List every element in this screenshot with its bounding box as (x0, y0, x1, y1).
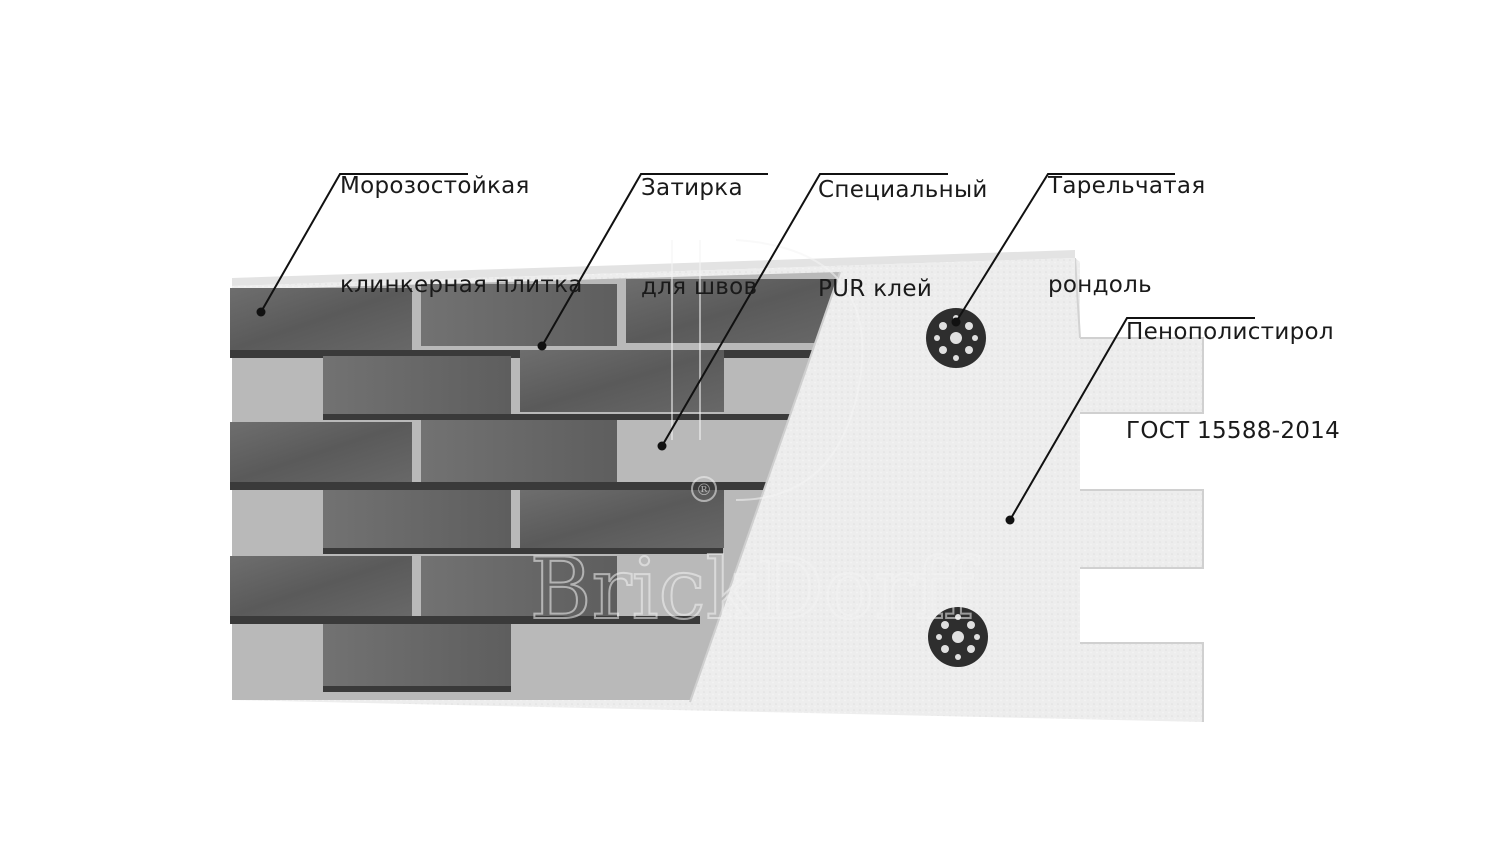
leader-dot (256, 307, 266, 317)
leader-glue (661, 173, 948, 447)
foam-board-top-edge (232, 250, 1075, 286)
callout-glue: Специальный PUR клей (818, 108, 988, 339)
mortar-joint (230, 482, 770, 490)
leader-dots (256, 307, 1015, 525)
brick (421, 284, 617, 346)
leader-grout (541, 173, 768, 347)
callout-foam-line1: Пенополистирол (1126, 319, 1334, 345)
brick (230, 556, 412, 616)
leader-tile (260, 173, 468, 313)
brick (230, 422, 412, 482)
callout-glue-line1: Специальный (818, 177, 988, 203)
mortar-joint (323, 548, 723, 554)
brick (626, 279, 838, 343)
callout-foam-line2: ГОСТ 15588-2014 (1126, 418, 1341, 444)
callout-dowel-line1: Тарельчатая (1048, 173, 1206, 199)
brick (230, 288, 412, 350)
mortar-joint (323, 686, 511, 692)
mortar-joint (230, 616, 700, 624)
brickdorff-watermark: ® BrickDorff (529, 239, 981, 639)
brick (421, 420, 617, 482)
registered-mark-icon (691, 476, 717, 502)
brick (323, 624, 511, 686)
callout-tile-line2: клинкерная плитка (340, 272, 583, 298)
callout-tile-line1: Морозостойкая (340, 173, 530, 199)
brand-watermark-text: BrickDorff (530, 540, 980, 638)
brick (520, 350, 724, 412)
leader-dot (1005, 515, 1015, 525)
clinker-tile-rows (230, 279, 838, 692)
leader-dot (537, 341, 547, 351)
callout-dowel-line2: рондоль (1048, 272, 1153, 298)
callout-foam: Пенополистирол ГОСТ 15588-2014 (1126, 250, 1340, 481)
callout-tile: Морозостойкая клинкерная плитка (340, 104, 583, 335)
leader-dowel (955, 173, 1175, 323)
brick (323, 490, 511, 548)
leader-lines (260, 173, 1255, 521)
callout-dowel: Тарельчатая рондоль (1048, 104, 1205, 335)
leader-foam (1009, 317, 1255, 521)
callout-glue-line2: PUR клей (818, 276, 933, 302)
brick (520, 490, 724, 548)
registered-mark: ® (696, 480, 712, 499)
callout-grout-line1: Затирка (641, 175, 743, 201)
brick (323, 356, 511, 414)
leader-dot (657, 441, 667, 451)
dowel-bottom-icon (928, 607, 988, 667)
brick (421, 556, 617, 616)
mortar-joint (323, 414, 793, 420)
callout-grout-line2: для швов (641, 274, 758, 300)
callout-grout: Затирка для швов (641, 106, 757, 337)
leader-dot (951, 317, 961, 327)
